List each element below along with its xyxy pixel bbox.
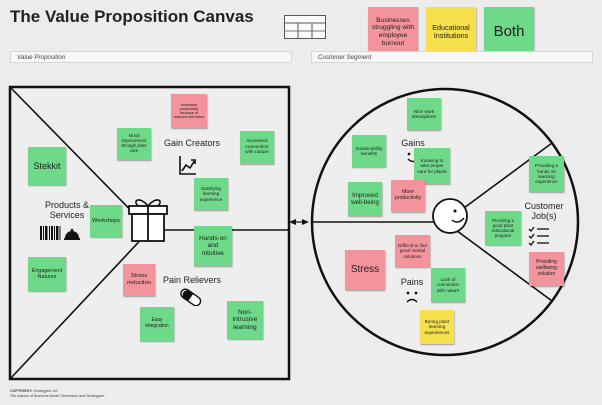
legend-note-businesses: Businesses struggling with employee burn…: [368, 7, 418, 57]
products-note-engagement: Engagement Natures: [28, 257, 66, 291]
pill-icon: [180, 288, 202, 306]
toolbar-window-icon[interactable]: [284, 15, 326, 39]
growth-chart-icon: [179, 156, 196, 175]
gain-note-sustainability: Sustainability benefits: [352, 135, 386, 167]
face-icon: [432, 198, 468, 234]
pain-reliever-note-stress: Stress reduction: [123, 264, 155, 296]
products-services-label: Products & Services: [44, 200, 90, 221]
copyright-tagline: The makers of Business Model Generation …: [10, 393, 105, 398]
pain-note-stress: Stress: [345, 250, 385, 290]
pain-reliever-note-non-intrusive: Non-intrusive learning: [227, 301, 263, 339]
products-note-workshops: Workshops: [90, 205, 122, 237]
gain-creator-note-nature: Increased connection with nature: [240, 131, 274, 164]
pain-relievers-label: Pain Relievers: [162, 275, 222, 285]
customer-jobs-label: Customer Job(s): [524, 201, 564, 222]
job-note-hands-on: Providing a hands on learning experience: [529, 156, 564, 192]
pain-reliever-note-integration: Easy integration: [140, 307, 174, 341]
pains-label: Pains: [400, 277, 424, 287]
gain-creator-note-mood: Mood improvement through plant care: [117, 128, 151, 160]
products-note-stekkit: Stekkit: [28, 147, 66, 185]
customer-segment-strip: Customer Segment: [311, 51, 593, 63]
legend-note-both: Both: [484, 7, 534, 57]
gain-creator-note-learning: Satisfying learning experience: [194, 178, 228, 210]
page-title: The Value Proposition Canvas: [10, 7, 254, 26]
gain-creator-note-productivity: Increased productivity because of reduce…: [171, 94, 207, 128]
copyright-owner: Strategyzer AG: [33, 389, 58, 393]
gains-label: Gains: [401, 138, 425, 148]
copyright-text: COPYRIGHT: Strategyzer AG The makers of …: [10, 389, 104, 398]
pain-note-nature: Lack of connection with nature: [431, 268, 465, 302]
gain-creators-label: Gain Creators: [163, 138, 221, 148]
job-note-program: Providing a good plant educational progr…: [485, 211, 521, 245]
pain-reliever-note-hands-on: Hands-on and intuitive: [194, 226, 232, 266]
pain-note-boring-learning: Boring plant learning experiences: [420, 310, 454, 344]
gain-note-plant-care: Knowing to take proper care for plants: [414, 148, 450, 184]
gain-note-well-being: Improved well-being: [348, 182, 382, 216]
copyright-label: COPYRIGHT:: [10, 389, 33, 393]
bell-icon: [64, 228, 80, 240]
value-proposition-strip: Value Proposition: [10, 51, 292, 63]
gain-note-productivity: More productivity: [391, 180, 425, 212]
pain-note-mental-solutions: Difficult to find good mental solutions: [395, 235, 430, 267]
job-note-wellbeing: Providing wellbeing solution: [529, 252, 564, 286]
legend-note-educational: Educational Institutions: [426, 7, 476, 57]
checklist-icon: [528, 226, 549, 246]
barcode-icon: [40, 226, 61, 240]
gain-note-atmosphere: Nice work atmosphere: [407, 98, 441, 130]
frown-icon: [406, 291, 418, 303]
gift-icon: [128, 199, 168, 242]
